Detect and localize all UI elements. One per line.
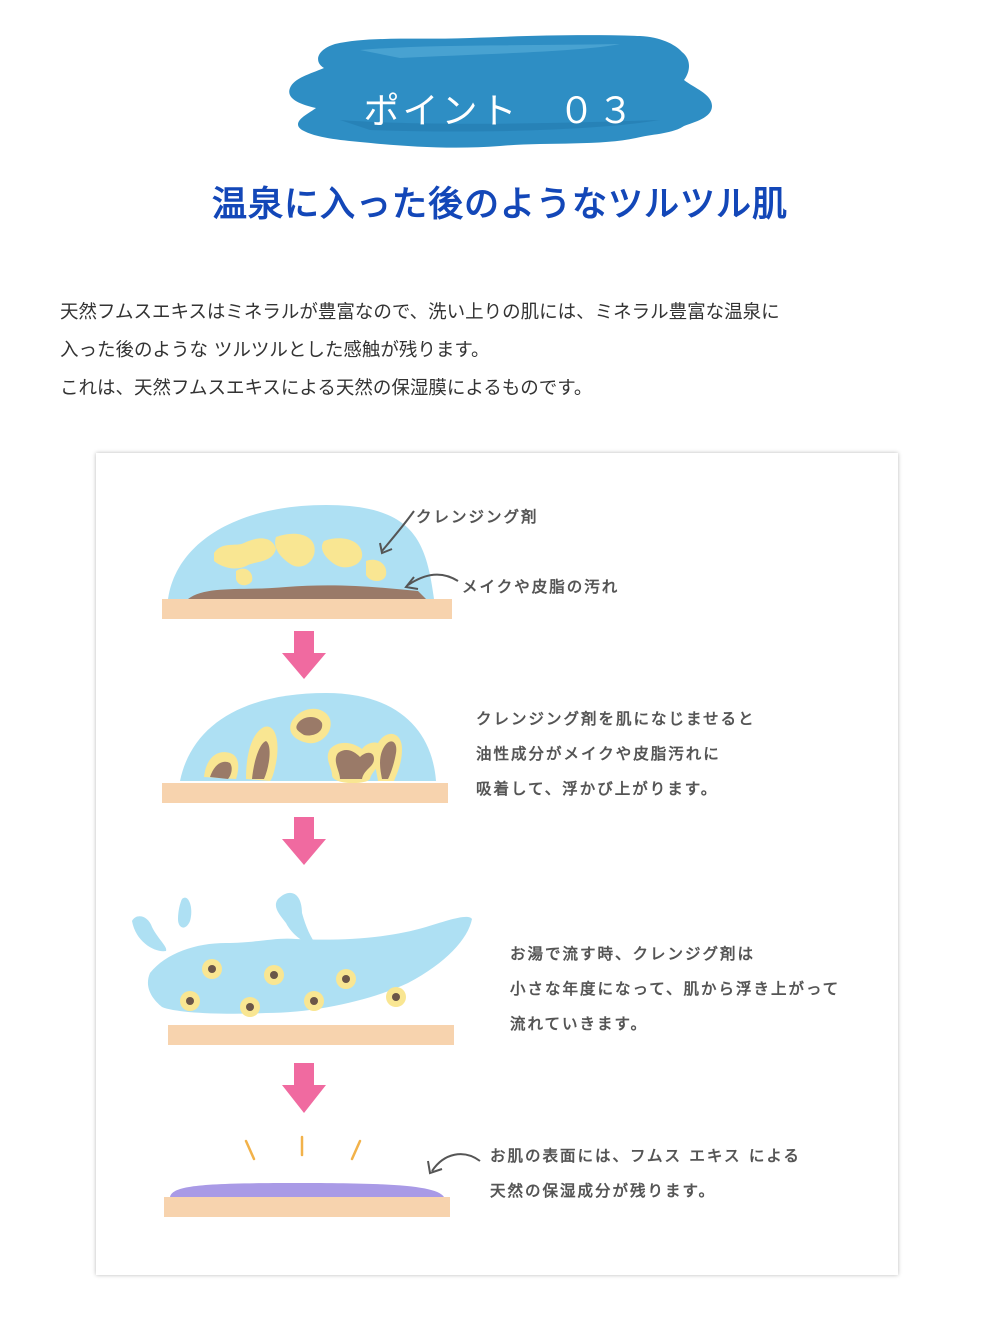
step3-line-1: お湯で流す時、クレンジグ剤は xyxy=(510,945,756,963)
step4-line-2: 天然の保湿成分が残ります。 xyxy=(490,1182,716,1200)
intro-paragraph: 天然フムスエキスはミネラルが豊富なので、洗い上りの肌には、ミネラル豊富な温泉に … xyxy=(60,294,960,408)
step2-caption: クレンジング剤を肌になじませると 油性成分がメイクや皮脂汚れに 吸着して、浮かび… xyxy=(476,702,756,807)
moisture-film xyxy=(170,1183,444,1197)
step4-caption: お肌の表面には、フムス エキス による 天然の保湿成分が残ります。 xyxy=(490,1139,801,1209)
label-makeup-dirt: メイクや皮脂の汚れ xyxy=(462,578,620,596)
intro-line-1: 天然フムスエキスはミネラルが豊富なので、洗い上りの肌には、ミネラル豊富な温泉に xyxy=(60,302,780,323)
step2-line-3: 吸着して、浮かび上がります。 xyxy=(476,780,719,798)
step4-line-1: お肌の表面には、フムス エキス による xyxy=(490,1147,801,1165)
step3-line-2: 小さな年度になって、肌から浮き上がって xyxy=(510,980,841,998)
step3-caption: お湯で流す時、クレンジグ剤は 小さな年度になって、肌から浮き上がって 流れていき… xyxy=(510,937,840,1042)
step2-line-1: クレンジング剤を肌になじませると xyxy=(476,710,756,728)
step2-graphic xyxy=(162,693,448,803)
down-arrow-3 xyxy=(282,1063,326,1113)
step3-graphic xyxy=(132,892,472,1045)
section-headline: 温泉に入った後のようなツルツル肌 xyxy=(211,185,788,225)
label-cleansing-agent: クレンジング剤 xyxy=(416,508,539,526)
step3-line-3: 流れていきます。 xyxy=(510,1015,648,1033)
intro-line-2: 入った後のような ツルツルとした感触が残ります。 xyxy=(60,340,490,361)
down-arrow-2 xyxy=(282,817,326,865)
step4-graphic xyxy=(164,1135,481,1217)
step1-graphic xyxy=(162,505,459,619)
skin-layer xyxy=(162,599,452,619)
step2-line-2: 油性成分がメイクや皮脂汚れに xyxy=(476,745,721,763)
intro-line-3: これは、天然フムスエキスによる天然の保湿膜によるものです。 xyxy=(60,378,593,399)
dirt-layer xyxy=(188,585,426,599)
point-badge: ポイント ０３ xyxy=(280,30,720,160)
down-arrow-1 xyxy=(282,631,326,679)
brush-stroke-shape xyxy=(289,35,712,148)
cleansing-process-illustration: クレンジング剤 メイクや皮脂の汚れ クレンジング剤を肌になじませると 油性成分が… xyxy=(96,453,898,1275)
illustration-art xyxy=(132,505,481,1217)
badge-label: ポイント ０３ xyxy=(363,91,637,132)
